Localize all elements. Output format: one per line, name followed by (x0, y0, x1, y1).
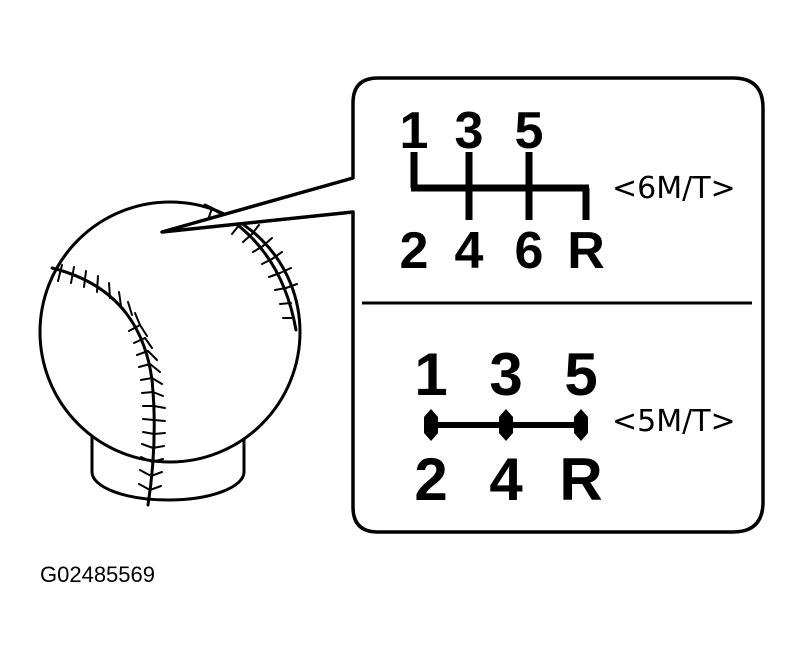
six-speed-pattern: 1 3 5 2 4 6 R <6M/T> (400, 102, 736, 280)
shift-knob-icon (38, 200, 302, 507)
stitch-marks (57, 207, 298, 491)
six-speed-gate (410, 152, 590, 220)
five-speed-gate (424, 409, 588, 441)
six-speed-top-gear: 5 (515, 102, 544, 160)
gear-node-marker (424, 409, 438, 441)
five-speed-pattern: 1 3 5 2 4 R <5M/T> (414, 341, 735, 513)
gear-node-marker (499, 409, 513, 441)
five-speed-top-gear: 1 (414, 341, 447, 408)
gear-node-marker (574, 409, 588, 441)
six-speed-top-gear: 3 (455, 102, 484, 160)
five-speed-top-gear: 5 (564, 341, 597, 408)
five-speed-top-gear: 3 (489, 341, 522, 408)
six-speed-bottom-gear: 2 (400, 222, 429, 280)
figure-id: G02485569 (40, 562, 155, 587)
six-speed-bottom-gear: R (567, 222, 605, 280)
six-speed-top-gear: 1 (400, 102, 429, 160)
five-speed-label: <5M/T> (612, 404, 736, 439)
callout-box (160, 76, 765, 534)
five-speed-bottom-gear: R (559, 446, 602, 513)
six-speed-label: <6M/T> (612, 171, 736, 206)
six-speed-bottom-gear: 6 (515, 222, 544, 280)
five-speed-bottom-gear: 2 (414, 446, 447, 513)
five-speed-bottom-gear: 4 (489, 446, 523, 513)
six-speed-bottom-gear: 4 (455, 222, 484, 280)
